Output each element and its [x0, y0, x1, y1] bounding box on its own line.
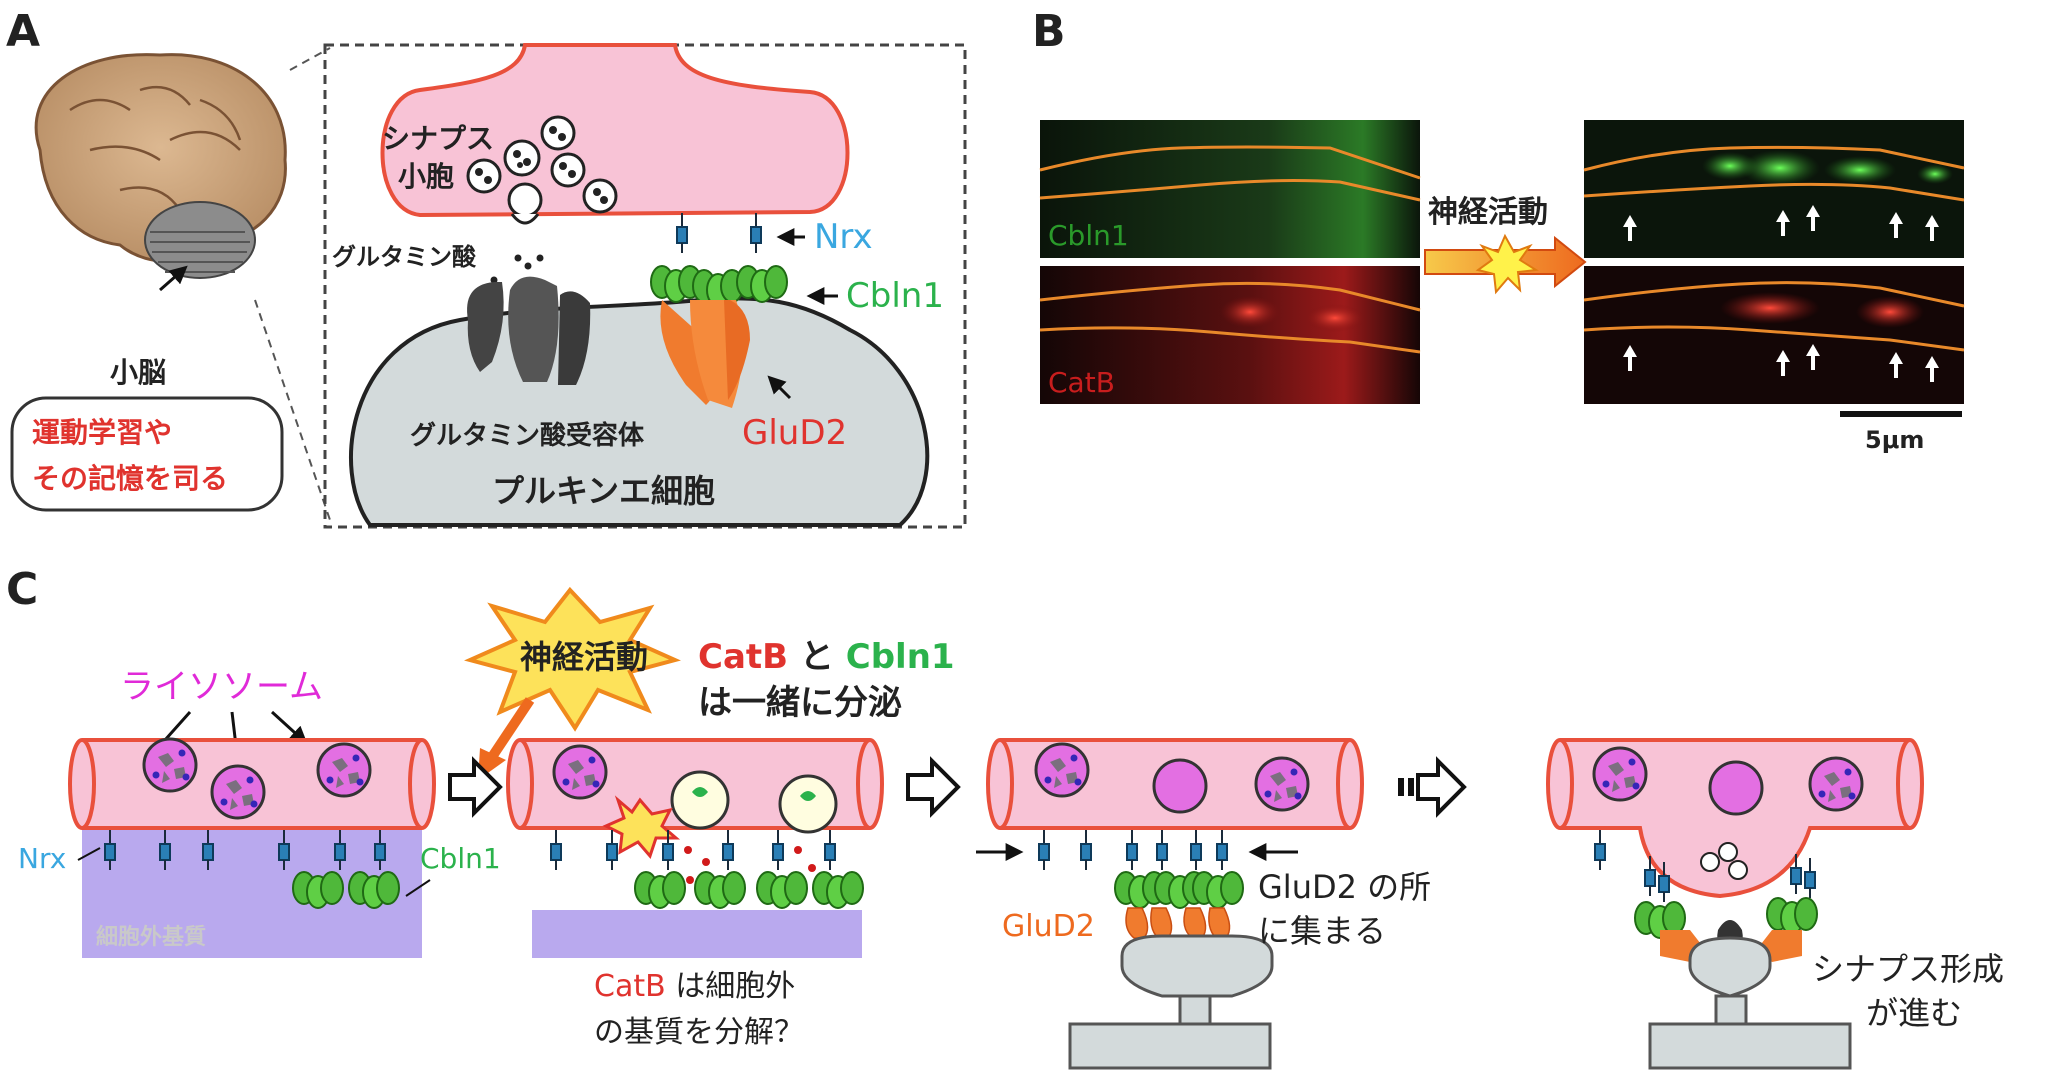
lysosome — [552, 744, 608, 800]
degrade-line1: CatB は細胞外 — [594, 969, 795, 1004]
step-arrow-1 — [448, 756, 503, 818]
stimulus-label: 神経活動 — [1428, 195, 1548, 230]
matrix-label: 細胞外基質 — [96, 924, 206, 950]
matrix-degraded — [532, 910, 862, 958]
secretion-line2: は一緒に分泌 — [698, 683, 902, 723]
fusing-vesicle — [670, 770, 838, 834]
secretion-cbln1: Cbln1 — [846, 637, 955, 677]
synaptic-vesicles — [466, 115, 618, 218]
purkinje-label: プルキンエ細胞 — [492, 472, 715, 510]
degrade-catb: CatB — [594, 969, 666, 1004]
panel-a: A 小脳 運動学習や その記憶を司る シナプス 小胞 — [6, 6, 967, 529]
micrograph-after-catb — [1583, 266, 1965, 404]
cbln1-row-3 — [1114, 871, 1244, 909]
nrx-molecules — [676, 212, 762, 254]
secretion-line1: CatB と Cbln1 — [698, 637, 955, 677]
degrade-line2: の基質を分解？ — [594, 1015, 804, 1050]
panel-b: B Cbln1 CatB 神経活動 — [1032, 6, 1965, 454]
synapse-line2: が進む — [1866, 994, 1962, 1032]
brain-illustration — [34, 53, 287, 292]
glutamate-label: グルタミン酸 — [332, 243, 477, 271]
scale-bar — [1840, 411, 1962, 417]
nrx-row-2 — [550, 829, 836, 871]
function-line1: 運動学習や — [32, 416, 172, 449]
cbln1-label: Cbln1 — [846, 276, 944, 316]
micrograph-before-cbln1: Cbln1 — [1039, 120, 1421, 258]
lysosome — [1808, 756, 1864, 812]
nrx-label-c: Nrx — [18, 842, 66, 875]
catb-channel-label: CatB — [1048, 366, 1115, 399]
lysosome — [142, 737, 198, 793]
panel-c: C 神経活動 CatB と Cbln1 は一緒に分泌 ライソソーム — [6, 564, 2004, 1070]
vesicle-label-line1: シナプス — [382, 122, 494, 155]
step-arrow-3 — [1398, 756, 1467, 818]
lysosome — [1592, 746, 1648, 802]
scale-label: 5μm — [1865, 426, 1924, 454]
gather-line2: に集まる — [1258, 912, 1386, 950]
cerebellum-shape — [144, 201, 256, 279]
stage-1: ライソソーム 細胞外基質 — [18, 667, 501, 958]
nrx-label: Nrx — [814, 217, 873, 257]
lysosome-empty — [1708, 760, 1764, 816]
degrade-line1-rest: は細胞外 — [666, 969, 796, 1004]
panel-c-letter: C — [6, 564, 38, 615]
vesicle-label-line2: 小胞 — [398, 160, 454, 193]
spine-4 — [1648, 936, 1852, 1070]
function-callout: 運動学習や その記憶を司る — [10, 396, 284, 512]
micrograph-before-catb: CatB — [1039, 266, 1421, 404]
cbln1-label-c: Cbln1 — [420, 842, 501, 875]
stage-3: GluD2 GluD2 の所 に集まる — [976, 738, 1431, 1070]
stimulus-arrow — [1424, 233, 1587, 295]
stage-2: CatB は細胞外 の基質を分解？ — [506, 738, 884, 1050]
lysosome — [316, 742, 372, 798]
lysosome — [1254, 756, 1310, 812]
lysosome — [1034, 742, 1090, 798]
arrow-markers-red — [1623, 344, 1939, 382]
panel-a-letter: A — [6, 6, 40, 57]
receptor-label: グルタミン酸受容体 — [410, 420, 645, 451]
glud2-receptor — [660, 300, 750, 408]
arrow-markers-green — [1623, 205, 1939, 241]
glutamate-receptor — [467, 276, 591, 385]
synapse-line1: シナプス形成 — [1812, 950, 2004, 988]
secretion-catb: CatB — [698, 637, 788, 677]
glud2-label: GluD2 — [742, 413, 847, 453]
bouton-vesicles — [1700, 842, 1748, 880]
spine-3 — [1068, 934, 1274, 1070]
secretion-and: と — [788, 637, 846, 677]
glud2-label-c: GluD2 — [1002, 909, 1095, 944]
fusion-burst — [602, 795, 681, 859]
cbln1-channel-label: Cbln1 — [1048, 219, 1129, 252]
micrograph-after-cbln1 — [1583, 120, 1965, 258]
step-arrow-2 — [906, 756, 961, 818]
nrx-row-3 — [1038, 829, 1228, 871]
cerebellum-label: 小脳 — [110, 356, 166, 389]
lysosome-label: ライソソーム — [120, 667, 323, 707]
gather-line1: GluD2 の所 — [1258, 868, 1431, 906]
activity-label: 神経活動 — [520, 638, 648, 676]
lysosome-empty — [1152, 758, 1208, 814]
activity-burst — [464, 586, 681, 780]
function-line2: その記憶を司る — [32, 462, 228, 495]
panel-b-letter: B — [1032, 6, 1066, 57]
cbln1-row-2 — [634, 871, 864, 909]
glud2-row-3 — [1125, 907, 1231, 939]
stage-4: シナプス形成 が進む — [1546, 738, 2004, 1070]
glutamate-release — [490, 213, 544, 284]
lysosome — [210, 764, 266, 820]
